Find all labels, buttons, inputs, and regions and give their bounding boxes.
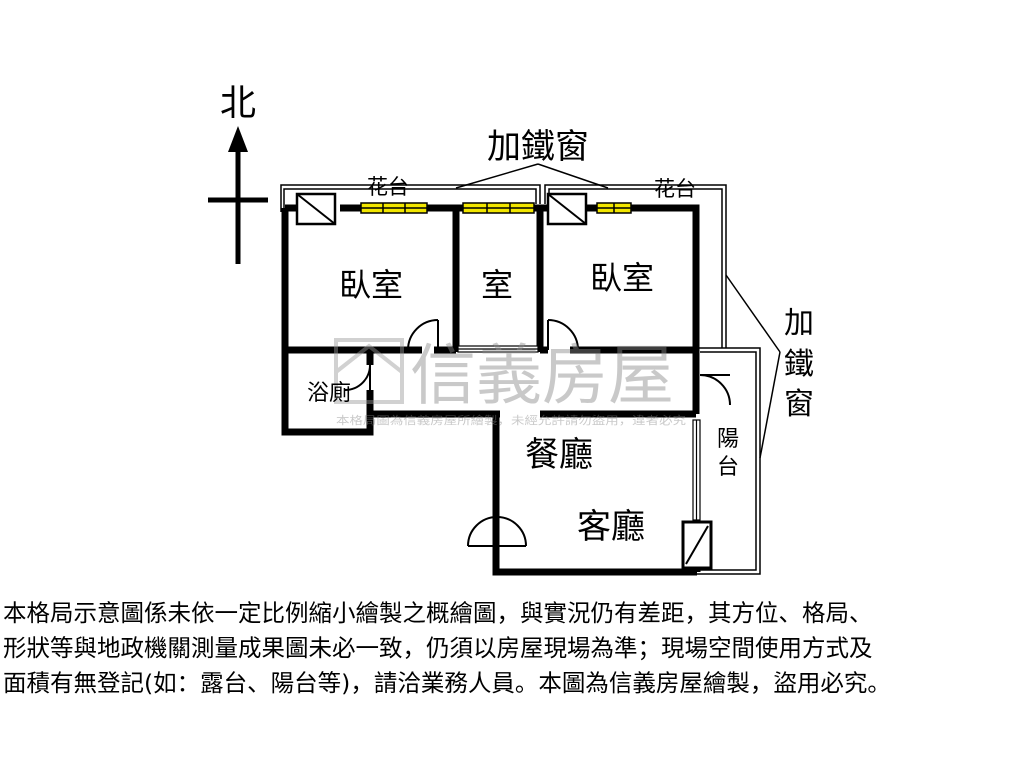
window-box-living: [681, 520, 713, 570]
window-label-right-3: 窗: [784, 387, 814, 422]
window-label-top: 加鐵窗: [487, 127, 589, 167]
sliding-door: [457, 345, 539, 353]
disclaimer-line-1: 本格局示意圖係未依一定比例縮小繪製之概繪圖，與實況仍有差距，其方位、格局、: [3, 599, 873, 627]
north-label: 北: [220, 83, 256, 124]
window-box-left: [295, 192, 337, 226]
room-balcony-2: 台: [717, 455, 739, 480]
window-label-right-1: 加: [784, 306, 814, 341]
disclaimer-line-2: 形狀等與地政機關測量成果圖未必一致，仍須以房屋現場為準；現場空間使用方式及: [3, 634, 873, 662]
balcony-sliding-door: [692, 419, 701, 521]
windows: [360, 202, 632, 214]
door-swings: [344, 319, 731, 547]
north-compass: 北: [208, 83, 268, 264]
room-balcony-1: 陽: [717, 427, 739, 452]
callout-lines: [455, 163, 781, 459]
room-bedroom-left: 臥室: [339, 266, 403, 304]
window-box-right: [546, 192, 588, 226]
watermark-notice: 本格局圖為信義房屋所繪製，未經允許請勿盜用，違者必究: [336, 413, 686, 427]
room-living: 客廳: [577, 507, 645, 547]
room-middle: 室: [481, 266, 513, 304]
room-bedroom-right: 臥室: [590, 259, 654, 297]
disclaimer-line-3: 面積有無登記(如：露台、陽台等)，請洽業務人員。本圖為信義房屋繪製，盜用必究。: [3, 669, 891, 697]
planter-label-left: 花台: [367, 175, 409, 199]
disclaimer: 本格局示意圖係未依一定比例縮小繪製之概繪圖，與實況仍有差距，其方位、格局、 形狀…: [3, 596, 1021, 701]
window-label-right-2: 鐵: [784, 347, 814, 382]
floor-plan: 北: [208, 83, 814, 576]
watermark-brand: 信義房屋: [410, 337, 674, 414]
planter-label-right: 花台: [654, 177, 696, 201]
room-dining: 餐廳: [525, 435, 593, 475]
watermark: 信義房屋 本格局圖為信義房屋所繪製，未經允許請勿盜用，違者必究: [334, 337, 686, 427]
room-bathroom: 浴廁: [307, 381, 351, 406]
